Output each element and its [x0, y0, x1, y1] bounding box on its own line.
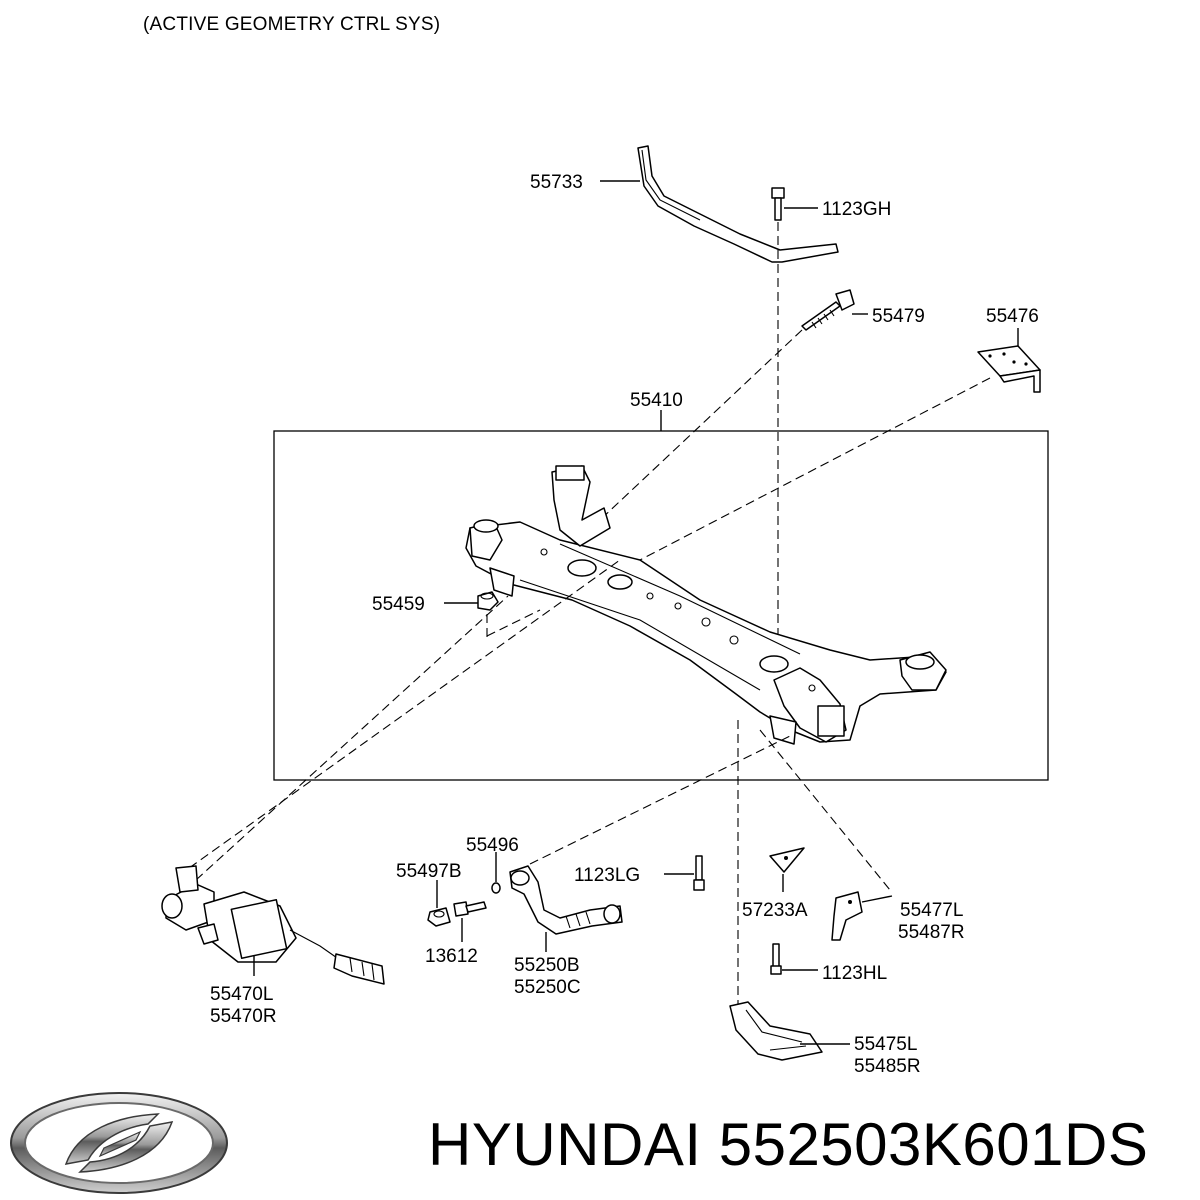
assembly-line-actuator-a: [177, 559, 621, 877]
assembly-line-55479: [599, 329, 803, 521]
bolt-1123HL[interactable]: [770, 943, 782, 975]
label-55733: 55733: [530, 172, 583, 193]
label-55487R: 55487R: [898, 922, 965, 943]
bolt-1123GH[interactable]: [771, 187, 785, 221]
label-13612: 13612: [425, 946, 478, 967]
label-55479: 55479: [872, 306, 925, 327]
nut-55497B[interactable]: [427, 907, 451, 927]
label-55496: 55496: [466, 835, 519, 856]
label-55477L: 55477L: [900, 900, 963, 921]
bolt-1123LG[interactable]: [693, 855, 705, 891]
bolt-13612[interactable]: [453, 901, 487, 917]
label-55475L: 55475L: [854, 1034, 917, 1055]
label-55497B: 55497B: [396, 861, 462, 882]
bracket-55476[interactable]: [977, 345, 1041, 393]
actuator-55470[interactable]: [161, 865, 385, 985]
bolt-55479[interactable]: [801, 289, 855, 331]
label-57233A: 57233A: [742, 900, 808, 921]
label-55250C: 55250C: [514, 977, 581, 998]
control-link-55250[interactable]: [509, 865, 623, 935]
label-55470L: 55470L: [210, 984, 273, 1005]
washer-55496[interactable]: [491, 882, 501, 894]
stabilizer-bar-55733[interactable]: [637, 145, 839, 263]
nut-55459[interactable]: [477, 591, 499, 611]
assembly-line-55459b: [486, 609, 541, 637]
label-1123LG: 1123LG: [574, 865, 640, 886]
assembly-line-55477: [759, 729, 891, 891]
assembly-line-55476: [639, 377, 991, 561]
label-55476: 55476: [986, 306, 1039, 327]
brand-part-number: HYUNDAI 552503K601DS: [428, 1111, 1149, 1178]
label-55470R: 55470R: [210, 1006, 277, 1027]
label-55250B: 55250B: [514, 955, 580, 976]
label-55485R: 55485R: [854, 1056, 921, 1077]
hyundai-logo-icon: [10, 1092, 228, 1194]
label-55410: 55410: [630, 390, 683, 411]
cover-55475L[interactable]: [729, 1001, 823, 1061]
bracket-55477L[interactable]: [831, 891, 863, 941]
assembly-line-link: [529, 735, 791, 865]
system-title: (ACTIVE GEOMETRY CTRL SYS): [143, 14, 441, 35]
clip-57233A[interactable]: [769, 847, 805, 873]
callout-55477L: [861, 895, 893, 903]
rear-subframe-55410[interactable]: [465, 465, 947, 745]
label-1123GH: 1123GH: [822, 199, 891, 220]
assembly-line-actuator-b: [195, 595, 509, 881]
label-55459: 55459: [372, 594, 425, 615]
label-1123HL: 1123HL: [822, 963, 887, 984]
